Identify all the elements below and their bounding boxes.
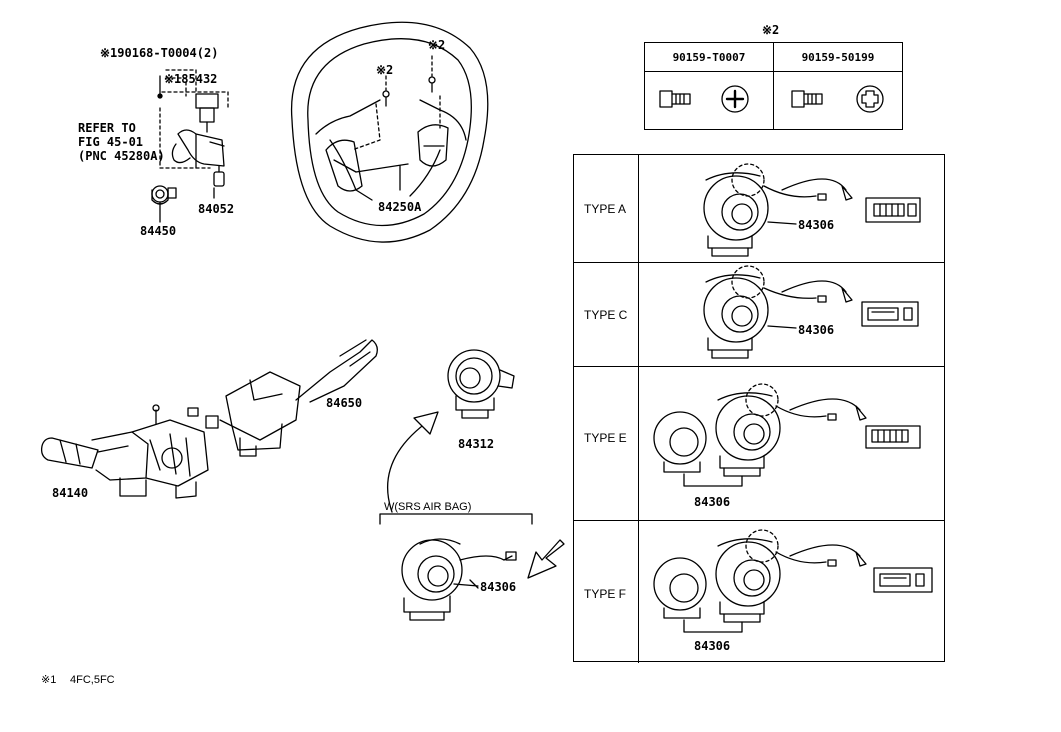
screw-image-2 [773, 71, 903, 130]
part-label-84312: 84312 [458, 437, 495, 451]
srs-spiral-cable [401, 538, 517, 621]
arrow-to-srs [527, 539, 565, 579]
part-label-84140: 84140 [52, 486, 89, 500]
type-e-part: 84306 [694, 495, 731, 509]
screw-note-left: ※2 [376, 63, 394, 77]
type-f-part: 84306 [694, 639, 731, 653]
footnote-marker: ※1 [41, 674, 57, 686]
type-c-label: TYPE C [584, 308, 628, 322]
footnote-text: 4FC,5FC [70, 674, 115, 686]
spiral-cable-84312 [447, 349, 515, 419]
ignition-switch-assembly [151, 69, 229, 223]
type-c-graphic [703, 265, 919, 359]
part-label-84052: 84052 [198, 202, 235, 216]
screw-table: 90159-T0007 90159-50199 [644, 42, 903, 130]
screw-part-1: 90159-T0007 [644, 42, 774, 72]
part-label-84450: 84450 [140, 224, 177, 238]
screw-part-2: 90159-50199 [773, 42, 903, 72]
srs-condition: W(SRS AIR BAG) [384, 501, 472, 513]
steering-wheel [290, 21, 489, 243]
key-cylinder-note: ※190168-T0004(2) [100, 46, 219, 60]
arrow-to-84312 [387, 411, 439, 513]
screw-image-1 [644, 71, 774, 130]
screw-table-marker: ※2 [762, 23, 780, 37]
type-e-label: TYPE E [584, 431, 627, 445]
screw-note-right: ※2 [428, 38, 446, 52]
type-a-label: TYPE A [584, 202, 627, 216]
refer-line-2: FIG 45-01 [78, 135, 144, 149]
type-f-graphic [653, 529, 933, 633]
type-row-f: TYPE F 84306 [574, 521, 944, 663]
type-c-part: 84306 [798, 323, 835, 337]
type-a-graphic [703, 163, 921, 257]
wiper-switch-84650 [152, 339, 378, 457]
type-row-c: TYPE C 84306 [574, 263, 944, 367]
refer-line-1: REFER TO [78, 121, 136, 135]
type-row-a: TYPE A 84306 [574, 155, 944, 263]
part-label-84650: 84650 [326, 396, 363, 410]
type-a-part: 84306 [798, 218, 835, 232]
lock-note: ※185432 [164, 72, 218, 86]
turn-switch-84140 [40, 419, 209, 499]
srs-bracket [379, 513, 533, 525]
type-f-label: TYPE F [584, 587, 627, 601]
part-label-84250a: 84250A [378, 200, 422, 214]
refer-line-3: (PNC 45280A) [78, 149, 165, 163]
type-row-e: TYPE E 84306 [574, 367, 944, 521]
type-e-graphic [653, 383, 921, 487]
type-table: TYPE A 84306 TYPE C 84306 TYPE E 84306 T… [573, 154, 945, 663]
part-label-84306-srs: 84306 [480, 580, 517, 594]
